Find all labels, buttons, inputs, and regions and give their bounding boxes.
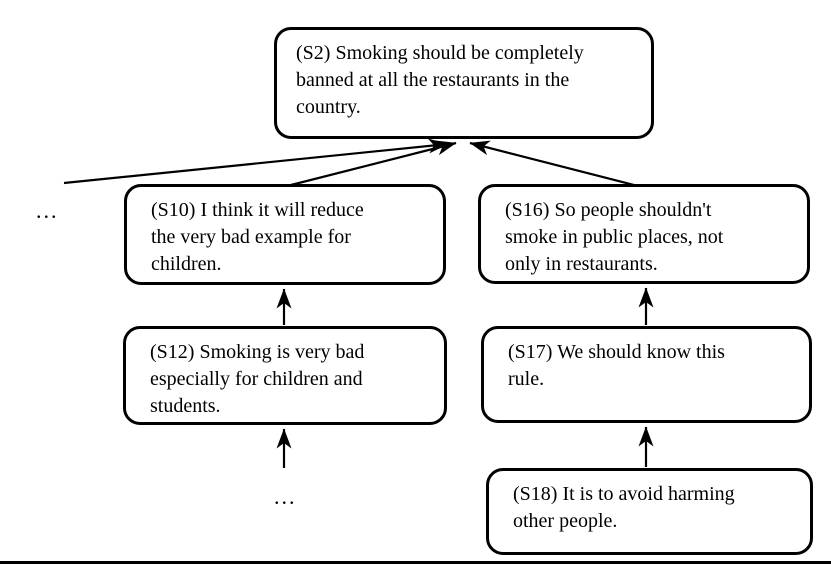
node-s18: (S18) It is to avoid harming other peopl… bbox=[486, 468, 813, 555]
node-s16: (S16) So people shouldn't smoke in publi… bbox=[478, 184, 810, 284]
arrow-s10-to-s2 bbox=[286, 140, 457, 188]
node-s10: (S10) I think it will reduce the very ba… bbox=[124, 184, 446, 285]
arrow-ellipsis-left-to-s2 bbox=[63, 138, 449, 185]
node-s2: (S2) Smoking should be completely banned… bbox=[274, 27, 654, 139]
ellipsis-left: ... bbox=[36, 198, 59, 223]
node-s17: (S17) We should know this rule. bbox=[481, 326, 812, 423]
bottom-rule bbox=[0, 561, 831, 564]
ellipsis-bottom-left: ... bbox=[274, 484, 297, 509]
arrow-s16-to-s2 bbox=[469, 140, 639, 188]
node-s12: (S12) Smoking is very bad especially for… bbox=[123, 326, 447, 425]
